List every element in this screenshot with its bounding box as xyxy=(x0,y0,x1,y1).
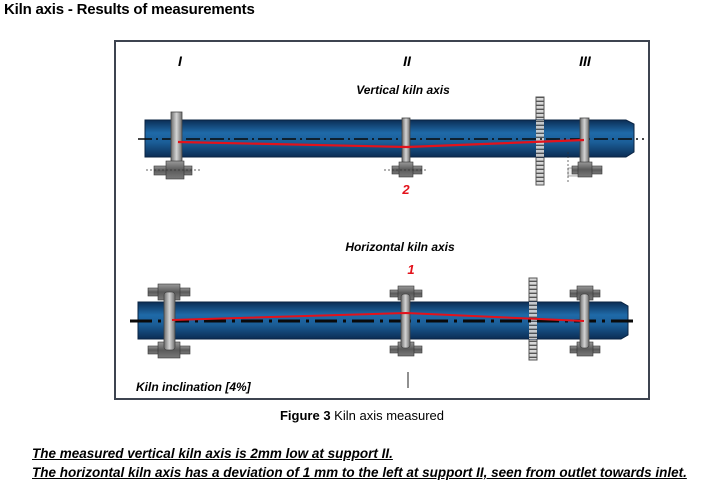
page-title: Kiln axis - Results of measurements xyxy=(4,1,255,18)
horizontal-kiln xyxy=(130,277,636,361)
measured-axis-vertical xyxy=(177,138,585,149)
roller-bearing-icon xyxy=(398,161,414,178)
support-3-horizontal xyxy=(569,285,601,357)
support-1-horizontal xyxy=(147,283,191,359)
tire-icon xyxy=(170,111,183,165)
vertical-axis-title: Vertical kiln axis xyxy=(356,83,450,97)
figure-caption-number: Figure 3 xyxy=(279,408,331,423)
support-2-horizontal xyxy=(389,285,423,357)
support-3-vertical xyxy=(567,117,603,182)
support-label-2: II xyxy=(403,53,412,69)
kiln-diagram: I II III Vertical kiln axis xyxy=(130,53,644,394)
measured-axis-horizontal xyxy=(171,311,585,322)
tire-icon xyxy=(401,117,411,165)
horizontal-axis-title: Horizontal kiln axis xyxy=(345,240,455,254)
conclusion-vertical: The measured vertical kiln axis is 2mm l… xyxy=(32,446,393,461)
kiln-inclination-label: Kiln inclination [4%] xyxy=(136,380,252,394)
tire-icon xyxy=(163,291,176,351)
support-label-1: I xyxy=(178,53,183,69)
vertical-kiln xyxy=(138,96,644,186)
girth-gear-front xyxy=(529,302,537,339)
horizontal-deviation-marker: 1 xyxy=(407,262,414,277)
conclusion-horizontal: The horizontal kiln axis has a deviation… xyxy=(32,465,687,480)
support-2-vertical xyxy=(384,117,428,178)
roller-bearing-icon xyxy=(577,161,593,178)
vertical-deviation-marker: 2 xyxy=(401,182,410,197)
figure-caption-text: Kiln axis measured xyxy=(330,408,445,423)
figure-caption: Figure 3 Kiln axis measured xyxy=(0,408,724,423)
tire-icon xyxy=(400,293,411,349)
kiln-axis-figure: I II III Vertical kiln axis xyxy=(114,40,650,400)
support-1-vertical xyxy=(146,111,202,180)
support-label-3: III xyxy=(579,53,592,69)
